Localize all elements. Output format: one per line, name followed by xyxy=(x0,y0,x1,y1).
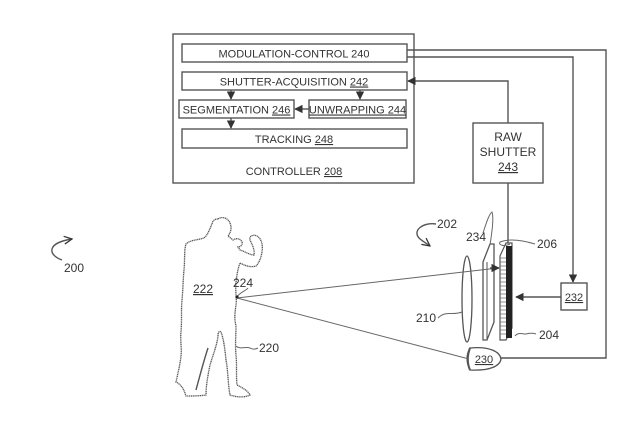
label-234: 234 xyxy=(466,211,494,246)
segmentation-module: SEGMENTATION 246 xyxy=(178,99,295,119)
controller-label: CONTROLLER xyxy=(246,166,321,178)
region-ref: 222 xyxy=(193,282,213,296)
label-220: 220 xyxy=(235,341,279,355)
svg-text:MODULATION-CONTROL: MODULATION-CONTROL 240 xyxy=(219,49,370,61)
leader-206 xyxy=(499,239,536,246)
shutter-acquisition-ref: 242 xyxy=(350,77,368,89)
unwrapping-label: UNWRAPPING xyxy=(309,105,385,117)
label-204: 204 xyxy=(514,328,559,342)
label-200: 200 xyxy=(51,239,84,275)
modulation-control-module: MODULATION-CONTROL 240 xyxy=(181,43,408,63)
modulation-label: MODULATION-CONTROL xyxy=(219,49,349,61)
raw-shutter-block: RAW SHUTTER 243 xyxy=(472,122,544,184)
leader-234 xyxy=(482,211,494,246)
label-224: 224 xyxy=(233,276,253,299)
line-rawshutter-to-acquisition xyxy=(407,76,509,123)
svg-text:SHUTTER-ACQUISITION: SHUTTER-ACQUISITION 242 xyxy=(220,77,369,89)
line-modulation-to-driver xyxy=(407,56,578,283)
raw-shutter-ref: 243 xyxy=(498,160,518,174)
camera-ref: 202 xyxy=(437,217,457,231)
light-source-ref: 230 xyxy=(475,354,493,366)
filter-plate-icon xyxy=(482,243,495,341)
leader-220 xyxy=(235,345,259,350)
human-subject-icon xyxy=(175,216,263,398)
lens-icon xyxy=(461,255,473,343)
point-ref: 224 xyxy=(233,276,253,290)
controller-caption: CONTROLLER 208 xyxy=(246,166,343,178)
illumination-ray xyxy=(236,297,470,360)
camera-assembly xyxy=(461,242,513,343)
reflected-ray xyxy=(236,267,499,299)
tracking-module: TRACKING 248 xyxy=(181,128,408,149)
leader-210 xyxy=(437,311,463,319)
leader-204 xyxy=(514,332,537,337)
sensor-array-ref: 204 xyxy=(539,328,559,342)
point-marker xyxy=(235,295,239,299)
filter-ref: 234 xyxy=(466,230,486,244)
raw-shutter-line1: RAW xyxy=(494,130,522,144)
leg-inner-line xyxy=(195,347,209,391)
line-modulation-to-light-source xyxy=(407,49,607,359)
lens-ref: 210 xyxy=(416,311,436,325)
unwrapping-ref: 244 xyxy=(388,105,406,117)
raw-shutter-line2: SHUTTER xyxy=(480,145,537,159)
segmentation-label: SEGMENTATION xyxy=(183,105,269,117)
svg-text:SEGMENTATION: SEGMENTATION 246 xyxy=(183,105,291,117)
driver-ref: 232 xyxy=(565,292,583,304)
controller-block: MODULATION-CONTROL 240 SHUTTER-ACQUISITI… xyxy=(172,33,415,184)
label-222: 222 xyxy=(193,282,213,296)
tracking-label: TRACKING xyxy=(255,134,312,146)
controller-ref: 208 xyxy=(324,166,342,178)
label-206: 206 xyxy=(499,237,557,251)
svg-text:UNWRAPPING 2: UNWRAPPING 244 xyxy=(309,105,406,117)
shutter-acquisition-label: SHUTTER-ACQUISITION xyxy=(220,77,347,89)
driver-block: 232 xyxy=(515,282,588,311)
sensor-array-icon xyxy=(499,242,513,341)
tracking-ref: 248 xyxy=(315,134,333,146)
svg-text:TRACKING 248: TRACKING 248 xyxy=(255,134,333,146)
modulation-ref: 240 xyxy=(351,49,369,61)
system-ref: 200 xyxy=(64,261,84,275)
sensor-ref: 206 xyxy=(537,237,557,251)
curved-arrow-icon xyxy=(51,239,72,261)
light-source: 230 xyxy=(466,346,502,371)
subject-ref: 220 xyxy=(259,341,279,355)
label-202: 202 xyxy=(416,217,457,246)
label-210: 210 xyxy=(416,311,463,325)
unwrapping-module: UNWRAPPING 244 xyxy=(308,99,407,119)
shutter-acquisition-module: SHUTTER-ACQUISITION 242 xyxy=(181,71,408,91)
curved-arrow-icon-202 xyxy=(416,223,437,246)
segmentation-ref: 246 xyxy=(272,105,290,117)
